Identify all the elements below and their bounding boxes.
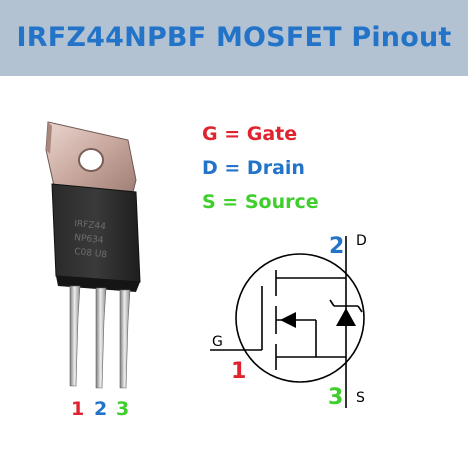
package-marking-line-3: C08 U8 (74, 247, 108, 260)
metal-tab (45, 121, 137, 197)
package-marking-line-2: NP634 (74, 233, 104, 246)
drain-pin-number: 2 (329, 234, 344, 259)
body-diode-icon (336, 308, 356, 326)
header-banner (0, 0, 468, 76)
symbol-circle (235, 253, 365, 383)
source-letter: S (356, 390, 365, 406)
source-pin-number: 3 (328, 385, 343, 410)
drain-letter: D (356, 233, 367, 249)
gate-pin-number: 1 (231, 359, 246, 384)
pin-number-2: 2 (94, 398, 108, 420)
channel-arrow (280, 312, 296, 328)
lead-pins (69, 285, 131, 389)
gate-letter: G (212, 334, 223, 350)
package-marking-line-1: IRFZ44 (74, 219, 107, 232)
legend-gate: G = Gate (202, 123, 298, 145)
pin-number-1: 1 (71, 398, 85, 420)
page-title: IRFZ44NPBF MOSFET Pinout (16, 22, 452, 53)
pin-number-3: 3 (116, 398, 130, 420)
legend-source: S = Source (202, 191, 319, 213)
plastic-body (51, 183, 141, 292)
legend-drain: D = Drain (202, 157, 305, 179)
